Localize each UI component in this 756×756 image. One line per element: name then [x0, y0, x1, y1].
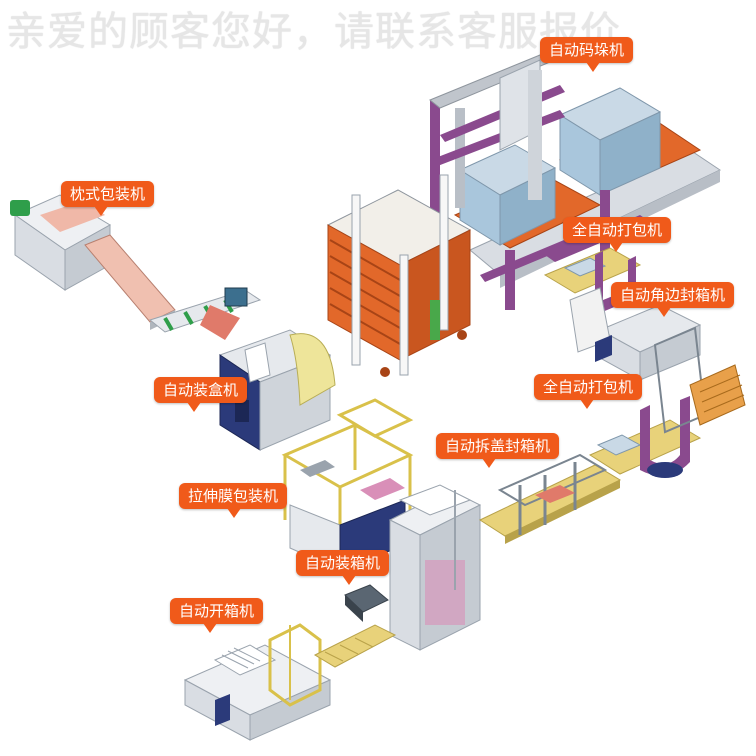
- flap-sealer-label: 自动拆盖封箱机: [436, 433, 560, 468]
- palletizer-label: 自动码垛机: [540, 37, 634, 72]
- case-erecting-machine: [183, 623, 397, 741]
- pillow-packer-label: 枕式包装机: [61, 181, 155, 216]
- pallet-magazine: [326, 174, 472, 377]
- flap-sealing-machine: [478, 453, 622, 544]
- case-packer-label: 自动装箱机: [296, 550, 390, 585]
- strapper-top-label: 全自动打包机: [563, 217, 672, 252]
- corner-sealer-label: 自动角边封箱机: [611, 282, 735, 317]
- corner-sealer-machine: [598, 304, 746, 434]
- banner-watermark-text: 亲爱的顾客您好，请联系客服报价: [6, 9, 621, 55]
- cartoner-label: 自动装盒机: [154, 377, 248, 412]
- stretch-wrapper-label: 拉伸膜包装机: [179, 483, 288, 518]
- pillow-packing-machine: [10, 194, 262, 340]
- case-packing-machine: [344, 484, 482, 651]
- strapping-machine-mid: [588, 396, 702, 478]
- case-erector-label: 自动开箱机: [170, 598, 264, 633]
- strapper-mid-label: 全自动打包机: [534, 374, 643, 409]
